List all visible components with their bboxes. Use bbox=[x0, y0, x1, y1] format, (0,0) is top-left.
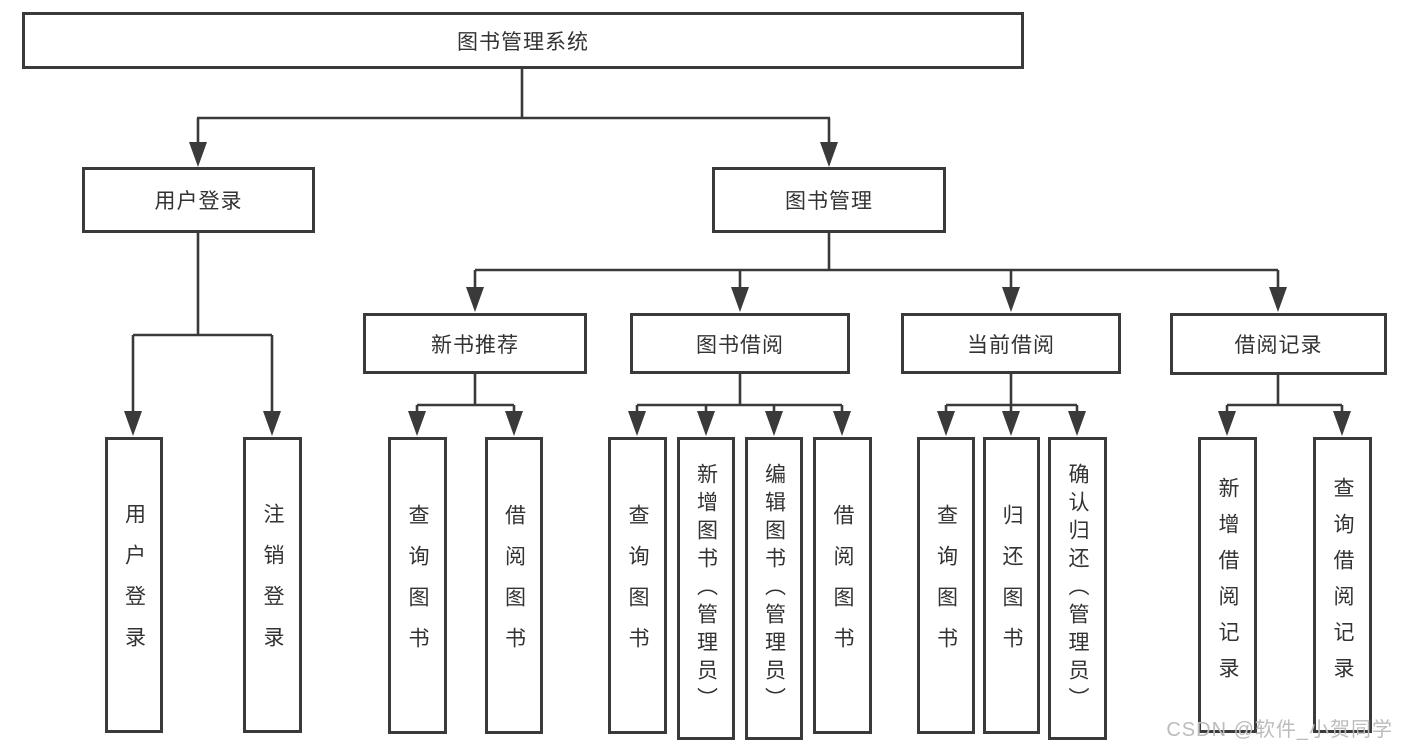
leaf-label: 用户登录 bbox=[122, 503, 146, 667]
arrow-down-icon bbox=[1002, 287, 1020, 312]
leaf-borrow-books: 借阅图书 bbox=[485, 437, 543, 734]
node-book-borrow: 图书借阅 bbox=[630, 313, 850, 374]
node-book-management: 图书管理 bbox=[712, 167, 946, 233]
leaf-label: 注销登录 bbox=[261, 503, 284, 667]
node-label: 当前借阅 bbox=[967, 333, 1055, 357]
leaf-label: 确认归还（管理员） bbox=[1066, 462, 1089, 715]
node-root-system: 图书管理系统 bbox=[22, 12, 1024, 69]
leaf-user-login: 用户登录 bbox=[105, 437, 163, 733]
leaf-label: 借阅图书 bbox=[502, 503, 526, 668]
node-label: 用户登录 bbox=[154, 190, 243, 213]
leaf-query-books: 查询图书 bbox=[388, 437, 447, 734]
node-current-borrow: 当前借阅 bbox=[901, 313, 1121, 374]
node-label: 新书推荐 bbox=[431, 333, 519, 357]
arrow-down-icon bbox=[1269, 287, 1287, 312]
leaf-label: 借阅图书 bbox=[831, 503, 854, 668]
arrow-down-icon bbox=[505, 411, 523, 436]
leaf-label: 查询图书 bbox=[626, 503, 649, 668]
arrow-down-icon bbox=[1333, 411, 1351, 436]
arrow-down-icon bbox=[1218, 411, 1236, 436]
node-user-login: 用户登录 bbox=[82, 167, 315, 233]
leaf-query-books: 查询图书 bbox=[608, 437, 667, 734]
arrow-down-icon bbox=[124, 411, 142, 436]
arrow-down-icon bbox=[731, 287, 749, 312]
arrow-down-icon bbox=[937, 411, 955, 436]
arrow-down-icon bbox=[820, 142, 838, 167]
leaf-add-book-admin: 新增图书（管理员） bbox=[677, 437, 735, 740]
csdn-watermark: CSDN @软件_小贺同学 bbox=[1166, 719, 1393, 741]
leaf-confirm-return-admin: 确认归还（管理员） bbox=[1048, 437, 1107, 740]
arrow-down-icon bbox=[408, 411, 426, 436]
arrow-down-icon bbox=[263, 411, 281, 436]
arrow-down-icon bbox=[697, 411, 715, 436]
node-label: 图书借阅 bbox=[696, 333, 784, 357]
leaf-borrow-books: 借阅图书 bbox=[813, 437, 872, 734]
node-label: 图书管理系统 bbox=[457, 30, 589, 54]
leaf-label: 编辑图书（管理员） bbox=[762, 462, 786, 715]
leaf-return-books: 归还图书 bbox=[983, 437, 1040, 734]
leaf-logout: 注销登录 bbox=[243, 437, 302, 733]
leaf-label: 查询图书 bbox=[934, 503, 958, 668]
arrow-down-icon bbox=[189, 142, 207, 167]
leaf-add-borrow-record: 新增借阅记录 bbox=[1198, 437, 1257, 733]
leaf-query-books: 查询图书 bbox=[917, 437, 975, 734]
leaf-label: 查询图书 bbox=[406, 503, 429, 668]
leaf-label: 新增借阅记录 bbox=[1216, 477, 1239, 693]
edge-lines bbox=[131, 68, 1344, 430]
arrow-down-icon bbox=[765, 411, 783, 436]
arrow-down-icon bbox=[1068, 411, 1086, 436]
node-label: 图书管理 bbox=[785, 190, 873, 213]
leaf-query-borrow-record: 查询借阅记录 bbox=[1313, 437, 1372, 733]
arrowheads bbox=[124, 142, 1351, 436]
node-label: 借阅记录 bbox=[1234, 334, 1323, 357]
arrow-down-icon bbox=[466, 287, 484, 312]
leaf-edit-book-admin: 编辑图书（管理员） bbox=[745, 437, 803, 740]
leaf-label: 归还图书 bbox=[1000, 503, 1023, 668]
arrow-down-icon bbox=[1002, 411, 1020, 436]
node-borrow-record: 借阅记录 bbox=[1170, 313, 1387, 375]
arrow-down-icon bbox=[833, 411, 851, 436]
arrow-down-icon bbox=[628, 411, 646, 436]
leaf-label: 新增图书（管理员） bbox=[694, 462, 718, 715]
leaf-label: 查询借阅记录 bbox=[1331, 477, 1354, 693]
node-new-book-recommend: 新书推荐 bbox=[363, 313, 587, 374]
